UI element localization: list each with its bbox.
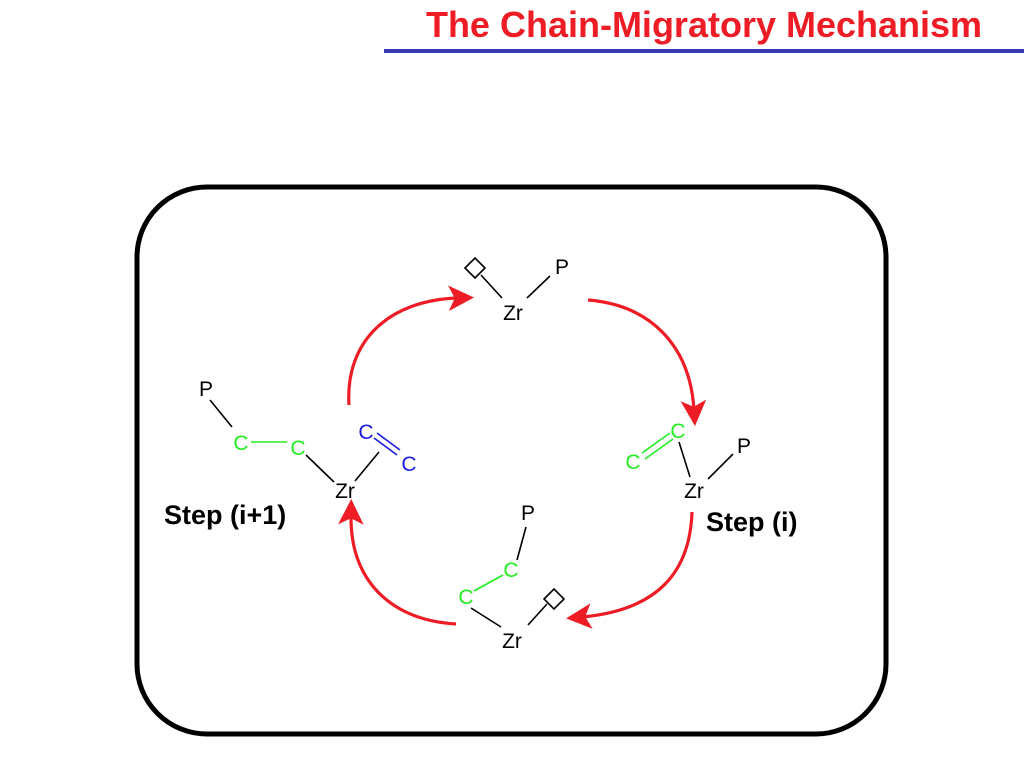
arrow-left-to-top xyxy=(347,285,474,406)
bottom-structure: P C C Zr xyxy=(458,502,566,653)
left-monomer-carbon-2: C xyxy=(401,453,416,476)
vacant-site-icon xyxy=(463,256,487,280)
bottom-carbon-a: C xyxy=(503,559,518,582)
left-chain-carbon-2: C xyxy=(290,437,305,460)
left-chain-carbon-1: C xyxy=(233,432,248,455)
right-carbon-b: C xyxy=(625,451,640,474)
step-label-left: Step (i+1) xyxy=(164,500,287,530)
bottom-polymer-label: P xyxy=(521,502,535,525)
left-structure: P C C C C Zr xyxy=(199,378,417,503)
arrow-right-to-bottom xyxy=(566,511,694,629)
right-zr-label: Zr xyxy=(684,480,704,503)
bottom-carbon-b: C xyxy=(458,586,473,609)
arrow-bottom-to-left xyxy=(338,499,457,626)
left-polymer-label: P xyxy=(199,378,213,401)
top-structure: Zr P xyxy=(463,256,569,325)
cycle-frame xyxy=(134,184,889,737)
title-underline xyxy=(384,49,1024,53)
right-structure: C C P Zr xyxy=(625,420,751,503)
left-monomer-carbon-1: C xyxy=(358,421,373,444)
left-zr-label: Zr xyxy=(335,480,355,503)
step-label-right: Step (i) xyxy=(706,507,798,537)
right-carbon-a: C xyxy=(670,420,685,443)
top-polymer-label: P xyxy=(555,256,569,279)
right-polymer-label: P xyxy=(737,435,751,458)
vacant-site-icon xyxy=(542,587,566,611)
slide-title: The Chain-Migratory Mechanism xyxy=(425,4,983,45)
bottom-zr-label: Zr xyxy=(502,630,522,653)
top-zr-label: Zr xyxy=(503,302,523,325)
arrow-top-to-right xyxy=(587,298,707,426)
